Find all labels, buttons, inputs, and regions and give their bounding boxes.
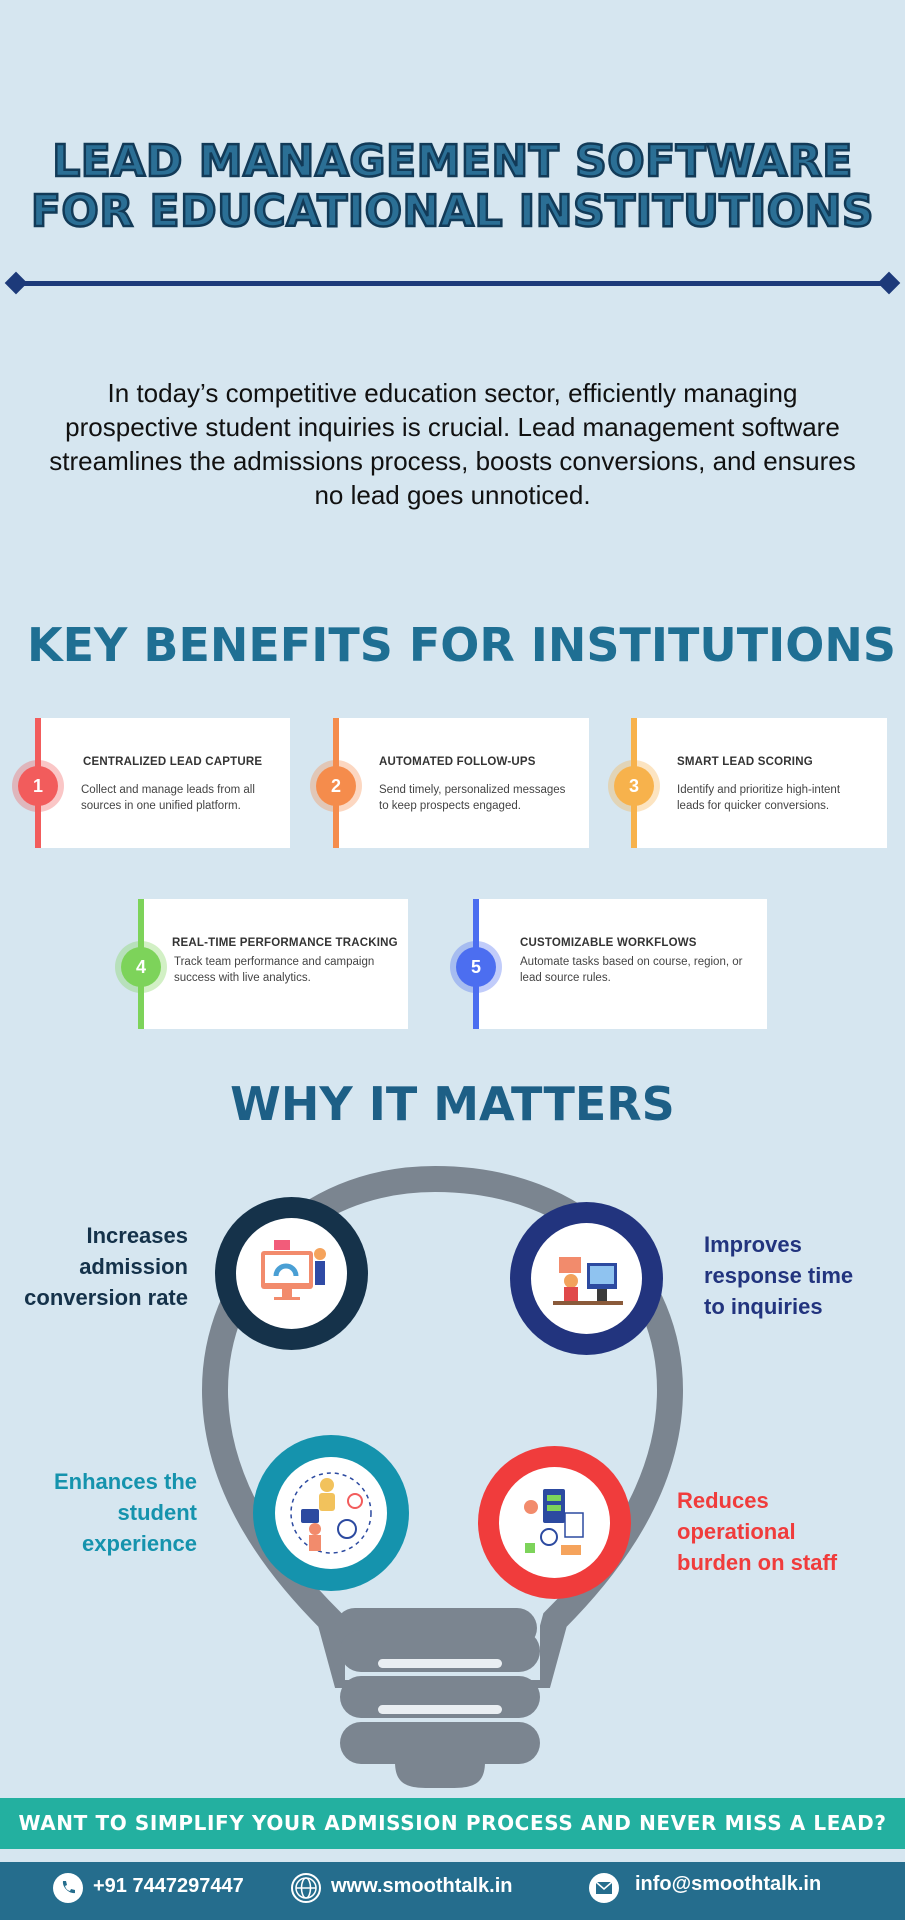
cta-text: WANT TO SIMPLIFY YOUR ADMISSION PROCESS …: [18, 1811, 887, 1835]
phone-number[interactable]: +91 7447297447: [93, 1875, 244, 1897]
benefit-number-1: 1: [18, 766, 58, 806]
website-link[interactable]: www.smoothtalk.in: [331, 1875, 513, 1897]
why-student-text: Enhances the student experience: [53, 1469, 197, 1556]
benefits-heading: KEY BENEFITS FOR INSTITUTIONS: [26, 618, 896, 672]
conversion-ring: [215, 1197, 368, 1350]
title-line-2: FOR EDUCATIONAL INSTITUTIONS: [30, 185, 875, 238]
benefit-number-4: 4: [121, 947, 161, 987]
benefit-description: Automate tasks based on course, region, …: [520, 956, 743, 984]
email-link[interactable]: info@smoothtalk.in: [635, 1873, 822, 1895]
benefit-card-2: 2 AUTOMATED FOLLOW-UPS Send timely, pers…: [310, 718, 589, 848]
benefit-description: Send timely, personalized messages to ke…: [379, 784, 566, 812]
globe-icon: [291, 1873, 321, 1903]
phone-icon: [53, 1873, 83, 1903]
benefit-title: AUTOMATED FOLLOW-UPS: [379, 756, 536, 768]
benefit-title: CENTRALIZED LEAD CAPTURE: [83, 756, 263, 768]
intro-paragraph: In today’s competitive education sector,…: [49, 378, 856, 510]
response-ring: [510, 1202, 663, 1355]
student-experience-ring: [253, 1435, 409, 1591]
benefit-title: CUSTOMIZABLE WORKFLOWS: [520, 937, 697, 949]
title-line-1: LEAD MANAGEMENT SOFTWARE: [51, 135, 854, 188]
benefit-title: REAL-TIME PERFORMANCE TRACKING: [172, 937, 398, 949]
operations-icon: [524, 1489, 584, 1555]
benefit-description: Track team performance and campaign succ…: [174, 956, 375, 984]
benefit-number-3: 3: [614, 766, 654, 806]
benefit-number-5: 5: [456, 947, 496, 987]
benefit-card-4: 4 REAL-TIME PERFORMANCE TRACKING Track t…: [115, 899, 408, 1029]
contact-footer: +91 7447297447 www.smoothtalk.in info@sm…: [0, 1862, 905, 1920]
why-conversion-text: Increases admission conversion rate: [24, 1223, 188, 1310]
cta-banner: WANT TO SIMPLIFY YOUR ADMISSION PROCESS …: [0, 1798, 905, 1849]
benefit-card-1: 1 CENTRALIZED LEAD CAPTURE Collect and m…: [12, 718, 290, 848]
benefit-description: Collect and manage leads from all source…: [81, 784, 255, 812]
operations-ring: [478, 1446, 631, 1599]
benefit-card-5: 5 CUSTOMIZABLE WORKFLOWS Automate tasks …: [450, 899, 767, 1029]
page-title: LEAD MANAGEMENT SOFTWARE FOR EDUCATIONAL…: [0, 135, 905, 238]
why-heading: WHY IT MATTERS: [230, 1077, 675, 1131]
response-desk-icon: [553, 1257, 623, 1305]
why-operations-text: Reduces operational burden on staff: [677, 1488, 838, 1575]
why-response-text: Improves response time to inquiries: [704, 1232, 854, 1319]
benefit-description: Identify and prioritize high-intent lead…: [677, 784, 841, 812]
student-experience-icon: [290, 1472, 372, 1554]
conversion-dashboard-icon: [261, 1240, 326, 1300]
benefit-number-2: 2: [316, 766, 356, 806]
benefit-title: SMART LEAD SCORING: [677, 756, 813, 768]
email-icon: [589, 1873, 619, 1903]
title-divider: [4, 271, 901, 295]
benefit-card-3: 3 SMART LEAD SCORING Identify and priori…: [608, 718, 887, 848]
